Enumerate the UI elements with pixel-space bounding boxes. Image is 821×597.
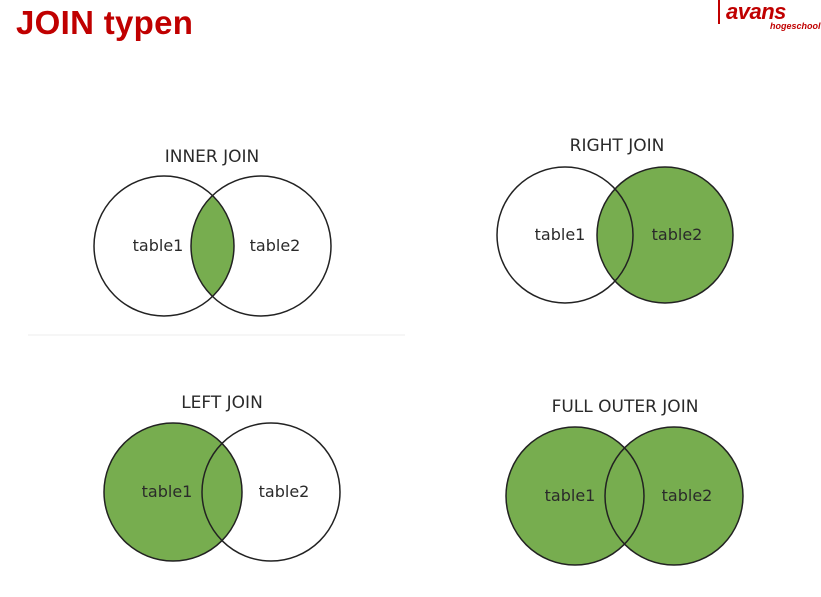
right-right-label: table2	[652, 225, 703, 244]
full-right-circle	[604, 426, 744, 566]
right-join-diagram: RIGHT JOIN table1 table2	[496, 136, 734, 304]
left-join-title: LEFT JOIN	[181, 393, 263, 413]
right-join-title: RIGHT JOIN	[570, 136, 665, 156]
full-join-title: FULL OUTER JOIN	[552, 397, 699, 417]
full-left-circle	[505, 426, 645, 566]
left-left-fill	[103, 422, 243, 562]
inner-join-diagram: INNER JOIN table1 table2	[93, 147, 332, 317]
right-left-circle	[496, 166, 634, 304]
logo-wordmark: avans	[726, 0, 786, 24]
left-left-label: table1	[142, 482, 193, 501]
left-right-label: table2	[259, 482, 310, 501]
full-right-label: table2	[662, 486, 713, 505]
inner-right-label: table2	[250, 236, 301, 255]
avans-logo: avans hogeschool	[712, 0, 821, 40]
full-left-fill	[506, 427, 644, 565]
right-left-label: table1	[535, 225, 586, 244]
slide-title: JOIN typen	[16, 4, 194, 41]
logo-divider	[718, 0, 720, 24]
inner-left-circle	[93, 175, 235, 317]
left-right-circle	[201, 422, 341, 562]
inner-join-title: INNER JOIN	[165, 147, 260, 167]
full-outer-join-diagram: FULL OUTER JOIN table1 table2	[505, 397, 744, 566]
inner-right-circle	[190, 175, 332, 317]
full-right-fill	[605, 427, 743, 565]
full-left-label: table1	[545, 486, 596, 505]
right-right-fill	[596, 166, 734, 304]
inner-left-label: table1	[133, 236, 184, 255]
left-join-diagram: LEFT JOIN table1 table2	[103, 393, 341, 562]
logo-subtitle: hogeschool	[770, 21, 821, 31]
